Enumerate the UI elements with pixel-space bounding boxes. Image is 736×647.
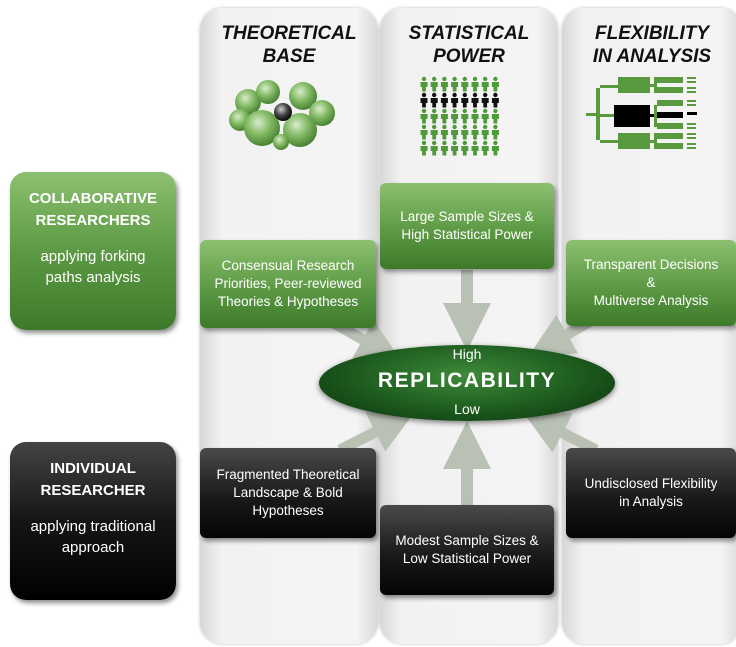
- box-line: Landscape & Bold: [233, 485, 343, 500]
- box-line: Fragmented Theoretical: [216, 467, 360, 482]
- replicability-ellipse: High REPLICABILITY Low: [319, 345, 615, 421]
- row-subtitle: applying forking paths analysis: [10, 246, 176, 288]
- column-title: FLEXIBILITY IN ANALYSIS: [562, 22, 736, 68]
- box-line: Consensual Research: [221, 258, 355, 273]
- low-label: Low: [454, 401, 480, 417]
- box-line: High Statistical Power: [401, 227, 533, 242]
- arrow-theory-bad: [337, 412, 415, 455]
- forking-paths-icon: [586, 77, 697, 149]
- row-title-line: RESEARCHER: [40, 482, 146, 499]
- row-subtitle: applying traditional approach: [10, 516, 176, 558]
- row-subtitle-line: applying traditional: [30, 518, 156, 535]
- large-sample-sizes-box: Large Sample Sizes & High Statistical Po…: [380, 183, 554, 269]
- high-label: High: [452, 346, 482, 362]
- column-title-line: POWER: [433, 46, 505, 67]
- row-subtitle-line: applying forking: [40, 248, 146, 265]
- row-title-line: INDIVIDUAL: [50, 460, 136, 477]
- modest-sample-sizes-box: Modest Sample Sizes & Low Statistical Po…: [380, 505, 554, 595]
- box-line: Undisclosed Flexibility: [584, 476, 718, 491]
- people-grid-icon: [420, 76, 499, 156]
- column-title-line: BASE: [262, 46, 316, 67]
- box-line: in Analysis: [619, 494, 683, 509]
- column-title-line: FLEXIBILITY: [595, 23, 709, 44]
- row-title: COLLABORATIVE RESEARCHERS: [10, 188, 176, 232]
- row-title: INDIVIDUAL RESEARCHER: [10, 458, 176, 502]
- box-line: Large Sample Sizes &: [400, 209, 534, 224]
- transparent-decisions-box: Transparent Decisions & Multiverse Analy…: [566, 240, 736, 326]
- collaborative-researchers-label: COLLABORATIVE RESEARCHERS applying forki…: [10, 172, 176, 330]
- row-title-line: COLLABORATIVE: [28, 190, 158, 207]
- column-title-line: IN ANALYSIS: [592, 46, 712, 67]
- box-line: Low Statistical Power: [402, 551, 532, 566]
- column-title-line: THEORETICAL: [221, 23, 357, 44]
- box-line: Theories & Hypotheses: [217, 294, 359, 309]
- replicability-label: REPLICABILITY: [377, 369, 557, 392]
- column-title: STATISTICAL POWER: [380, 22, 558, 68]
- fragmented-theoretical-box: Fragmented Theoretical Landscape & Bold …: [200, 448, 376, 538]
- undisclosed-flexibility-box: Undisclosed Flexibility in Analysis: [566, 448, 736, 538]
- row-subtitle-line: paths analysis: [45, 269, 141, 286]
- row-subtitle-line: approach: [61, 539, 125, 556]
- box-line: Modest Sample Sizes &: [395, 533, 539, 548]
- box-line: Hypotheses: [252, 503, 324, 518]
- box-line: Multiverse Analysis: [593, 293, 709, 308]
- consensual-research-box: Consensual Research Priorities, Peer-rev…: [200, 240, 376, 328]
- column-title: THEORETICAL BASE: [200, 22, 378, 68]
- arrow-flex-bad: [523, 413, 599, 455]
- box-line: Transparent Decisions &: [583, 257, 719, 290]
- bubble-cluster-icon: [229, 80, 335, 150]
- individual-researcher-label: INDIVIDUAL RESEARCHER applying tradition…: [10, 442, 176, 600]
- row-title-line: RESEARCHERS: [35, 212, 151, 229]
- box-line: Priorities, Peer-reviewed: [214, 276, 362, 291]
- column-title-line: STATISTICAL: [408, 23, 530, 44]
